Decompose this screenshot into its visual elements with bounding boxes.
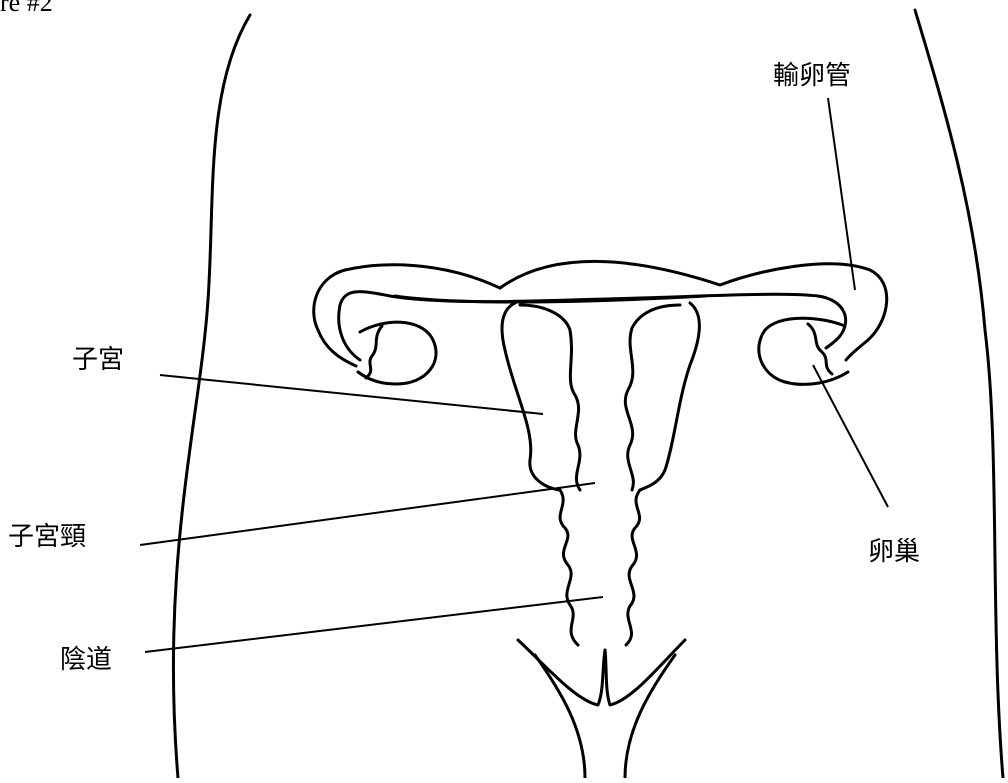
leader-ovary	[813, 365, 888, 507]
uterus-inner-right	[625, 305, 680, 490]
label-vagina: 陰道	[60, 645, 112, 675]
label-fallopian-tube: 輸卵管	[773, 61, 851, 91]
right-ovary	[759, 318, 848, 384]
figure-caption-fragment: re #2	[0, 0, 53, 18]
label-ovary: 卵巢	[868, 537, 920, 567]
fallopian-tubes-outline	[314, 261, 887, 366]
cervix-left-wall	[560, 490, 578, 645]
leg-left	[535, 655, 585, 778]
leader-fallopian-tube	[828, 98, 855, 290]
leg-right	[625, 655, 675, 778]
label-cervix: 子宮頸	[8, 522, 86, 552]
uterus-body	[502, 303, 699, 490]
left-ovary	[358, 322, 436, 384]
uterus-top-line	[395, 296, 705, 302]
label-uterus: 子宮	[72, 345, 124, 375]
leader-cervix	[140, 483, 595, 545]
leader-vagina	[145, 597, 603, 652]
cervix-right-wall	[626, 490, 640, 645]
body-outline-right	[915, 10, 1003, 778]
body-outline-left	[173, 15, 250, 778]
leader-uterus	[160, 375, 543, 414]
vulva-right	[605, 640, 685, 705]
